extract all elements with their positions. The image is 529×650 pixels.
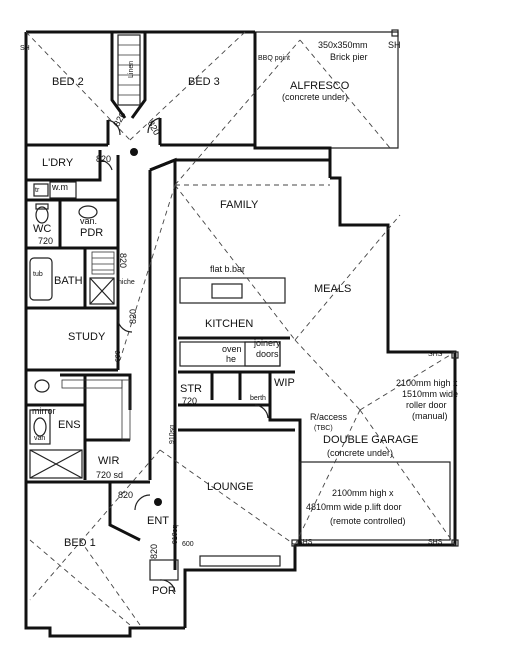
room-label-bath: BATH [54,275,83,287]
room-label-wip: WIP [274,377,295,389]
lift-line2: 4810mm wide p.lift door [306,502,402,512]
dim-820-study: 820 [128,309,138,324]
sh-top-label: SH [388,40,401,50]
shs-br-label: SHS [428,539,443,546]
linen-label-left: Linen [128,61,135,78]
bbq-label: BBQ point [258,55,290,62]
room-labels: BED 2 BED 3 ALFRESCO (concrete under) L'… [32,61,418,597]
room-label-ldry: L'DRY [42,157,74,169]
shs-mid-label: SHS [428,351,443,358]
room-label-ent: ENT [147,515,169,527]
shs-bl-label: SHS [298,539,313,546]
sq-label-1: 910sq [169,425,176,444]
room-label-family: FAMILY [220,199,259,211]
dim-820-por: 820 [149,544,159,559]
he-label: he [226,354,236,364]
room-label-kitchen: KITCHEN [205,318,253,330]
room-label-double-garage: DOUBLE GARAGE [323,434,418,446]
dim-720-wc: 720 [38,236,53,246]
roller-line1: 2100mm high x [396,378,458,388]
pdr-van-label: van. [80,216,97,226]
room-label-por: POR [152,585,176,597]
oven-label: oven [222,344,242,354]
room-label-meals: MEALS [314,283,351,295]
dim-820-ldry: 820 [96,154,111,164]
tr-label: tr [35,187,40,194]
brick-pier-label: Brick pier [330,52,368,62]
dim-820-bath: 820 [118,253,128,268]
dim-600-lounge: 600 [182,541,194,548]
lift-line1: 2100mm high x [332,488,394,498]
berth-label: berth [250,395,266,402]
room-label-lounge: LOUNGE [207,481,253,493]
room-label-wc: WC [33,223,51,235]
dim-820-wir: 820 [118,490,133,500]
room-label-ens: ENS [58,419,81,431]
alfresco-note: (concrete under) [282,92,348,102]
niche-label: niche [118,279,135,286]
raccess-label: R/access [310,412,348,422]
internal-walls [26,32,330,570]
dim-820-bed2: 820 [112,110,128,128]
room-label-bed2: BED 2 [52,76,84,88]
tbc-label: (TBC) [314,425,333,432]
ens-van-label: van [34,435,45,442]
light-point-icon [130,148,138,156]
room-label-pdr: PDR [80,227,103,239]
flat-bar-label: flat b.bar [210,264,245,274]
garage-note: (concrete under) [327,448,393,458]
room-label-bed3: BED 3 [188,76,220,88]
sh-left-label: SH [20,45,30,52]
lift-line3: (remote controlled) [330,516,406,526]
roof-lines [25,31,456,626]
brick-pier-size: 350x350mm [318,40,368,50]
light-point-icon [154,498,162,506]
dim-720-str: 720 [182,396,197,406]
room-label-str: STR [180,383,202,395]
room-label-alfresco: ALFRESCO [290,80,350,92]
room-label-study: STUDY [68,331,106,343]
room-label-wir: WIR [98,455,119,467]
mirror-label: mirror [32,406,56,416]
room-label-bed1: BED 1 [64,537,96,549]
fixtures [29,29,459,581]
roller-line3: roller door [406,400,447,410]
wir-dim-label: 720 sd [96,470,123,480]
roller-line2: 1510mm wide [402,389,458,399]
dim-600-study: 600 [115,350,122,362]
door-swings [99,117,269,593]
annotations: 350x350mm Brick pier BBQ point SH SHS SH… [20,40,458,546]
sq-label-2: 910sq [172,525,179,544]
joinery-label: joinery [253,338,281,348]
wm-label: w.m [51,182,68,192]
doors-label: doors [256,349,279,359]
roller-line4: (manual) [412,411,448,421]
tub-label: tub [33,271,43,278]
